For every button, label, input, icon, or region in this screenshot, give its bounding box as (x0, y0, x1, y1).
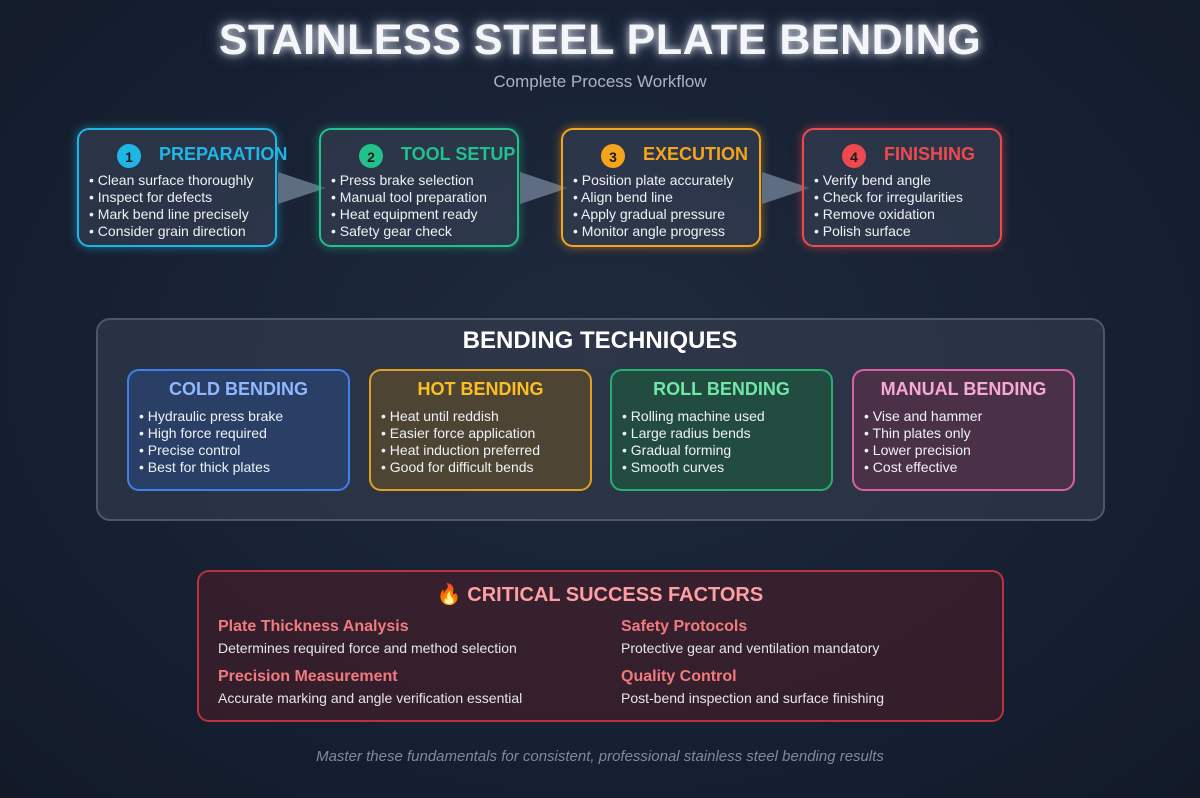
page-subtitle: Complete Process Workflow (493, 72, 707, 91)
critical-factors-heading: 🔥 CRITICAL SUCCESS FACTORS (0, 582, 1200, 607)
step-checklist: • Clean surface thoroughly • Inspect for… (89, 172, 253, 240)
list-item: • Precise control (139, 442, 241, 458)
technique-title: MANUAL BENDING (880, 379, 1047, 399)
list-item: • Heat until reddish (381, 408, 499, 424)
techniques-heading: BENDING TECHNIQUES (462, 327, 738, 354)
factor-precision-measurement: Precision Measurement Accurate marking a… (218, 667, 522, 707)
step-title: TOOL SETUP (401, 144, 516, 164)
technique-card-manual-bending: MANUAL BENDING • Vise and hammer • Thin … (852, 369, 1075, 491)
footer-note: Master these fundamentals for consistent… (316, 748, 884, 765)
factor-description: Accurate marking and angle verification … (218, 690, 523, 706)
step-card-tool-setup: 2 TOOL SETUP • Press brake selection • M… (319, 128, 519, 247)
critical-factors-title: CRITICAL SUCCESS FACTORS (467, 584, 764, 606)
factor-title: Plate Thickness Analysis (218, 618, 409, 635)
step-number-badge: 3 (601, 144, 625, 168)
list-item: • Consider grain direction (89, 223, 246, 239)
step-checklist: • Press brake selection • Manual tool pr… (331, 172, 487, 240)
step-title: EXECUTION (643, 144, 749, 164)
technique-list: • Rolling machine used • Large radius be… (622, 408, 765, 476)
fire-icon: 🔥 (436, 584, 462, 606)
list-item: • Safety gear check (331, 223, 452, 239)
list-item: • Position plate accurately (573, 172, 734, 188)
list-item: • Manual tool preparation (331, 189, 487, 205)
list-item: • Heat induction preferred (381, 442, 540, 458)
step-number-badge: 4 (842, 144, 866, 168)
step-card-execution: 3 EXECUTION • Position plate accurately … (561, 128, 761, 247)
technique-title: HOT BENDING (417, 379, 544, 399)
arrow-right-icon (520, 172, 568, 204)
factor-quality-control: Quality Control Post-bend inspection and… (621, 667, 884, 707)
step-checklist: • Position plate accurately • Align bend… (573, 172, 734, 240)
technique-card-hot-bending: HOT BENDING • Heat until reddish • Easie… (369, 369, 592, 491)
technique-list: • Hydraulic press brake • High force req… (139, 408, 283, 476)
list-item: • Inspect for defects (89, 189, 213, 205)
list-item: • High force required (139, 425, 267, 441)
step-title: FINISHING (884, 144, 976, 164)
step-card-preparation: 1 PREPARATION • Clean surface thoroughly… (77, 128, 287, 247)
list-item: • Good for difficult bends (381, 459, 534, 475)
technique-title: ROLL BENDING (653, 379, 790, 399)
factor-safety-protocols: Safety Protocols Protective gear and ven… (621, 617, 879, 657)
list-item: • Press brake selection (331, 172, 474, 188)
step-number-badge: 1 (117, 144, 141, 168)
page-title: STAINLESS STEEL PLATE BENDING (218, 16, 982, 64)
list-item: • Easier force application (381, 425, 536, 441)
technique-list: • Heat until reddish • Easier force appl… (381, 408, 540, 476)
list-item: • Lower precision (864, 442, 971, 458)
step-title: PREPARATION (159, 144, 288, 164)
list-item: • Check for irregularities (814, 189, 963, 205)
list-item: • Heat equipment ready (331, 206, 478, 222)
list-item: • Rolling machine used (622, 408, 765, 424)
list-item: • Monitor angle progress (573, 223, 725, 239)
list-item: • Align bend line (573, 189, 673, 205)
list-item: • Mark bend line precisely (89, 206, 249, 222)
list-item: • Verify bend angle (814, 172, 931, 188)
factor-description: Post-bend inspection and surface finishi… (621, 690, 885, 706)
list-item: • Polish surface (814, 223, 911, 239)
technique-list: • Vise and hammer • Thin plates only • L… (864, 408, 982, 476)
step-card-finishing: 4 FINISHING • Verify bend angle • Check … (802, 128, 1002, 247)
step-checklist: • Verify bend angle • Check for irregula… (814, 172, 963, 240)
list-item: • Hydraulic press brake (139, 408, 284, 424)
list-item: • Remove oxidation (814, 206, 935, 222)
technique-card-roll-bending: ROLL BENDING • Rolling machine used • La… (610, 369, 833, 491)
list-item: • Best for thick plates (139, 459, 270, 475)
technique-title: COLD BENDING (169, 379, 308, 399)
arrow-right-icon (278, 172, 326, 204)
factor-plate-thickness: Plate Thickness Analysis Determines requ… (218, 617, 517, 657)
factor-title: Quality Control (621, 668, 737, 685)
list-item: • Clean surface thoroughly (89, 172, 254, 188)
technique-card-cold-bending: COLD BENDING • Hydraulic press brake • H… (127, 369, 350, 491)
critical-factors-panel (197, 570, 1004, 722)
factor-description: Protective gear and ventilation mandator… (621, 640, 880, 656)
list-item: • Apply gradual pressure (573, 206, 725, 222)
list-item: • Smooth curves (622, 459, 725, 475)
factor-description: Determines required force and method sel… (218, 640, 517, 656)
list-item: • Gradual forming (622, 442, 732, 458)
list-item: • Cost effective (864, 459, 958, 475)
step-number-badge: 2 (359, 144, 383, 168)
list-item: • Large radius bends (622, 425, 751, 441)
list-item: • Thin plates only (864, 425, 971, 441)
list-item: • Vise and hammer (864, 408, 983, 424)
factor-title: Precision Measurement (218, 668, 398, 685)
factor-title: Safety Protocols (621, 618, 748, 635)
